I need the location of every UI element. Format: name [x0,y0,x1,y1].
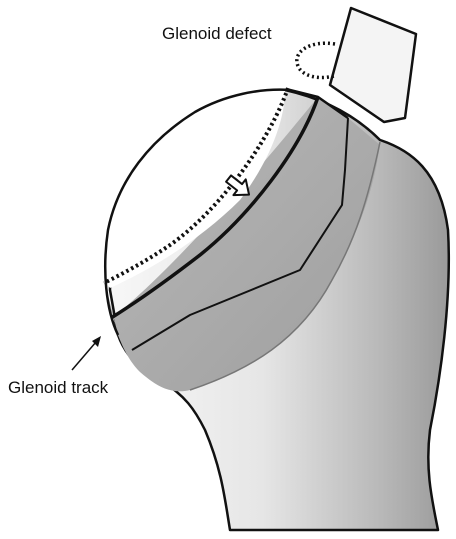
glenoid-defect-outline [297,43,335,77]
glenoid-track-pointer [72,336,101,370]
glenoid-defect-label: Glenoid defect [162,24,272,44]
glenoid-track-label: Glenoid track [8,378,108,398]
glenoid-fragment [330,8,416,122]
